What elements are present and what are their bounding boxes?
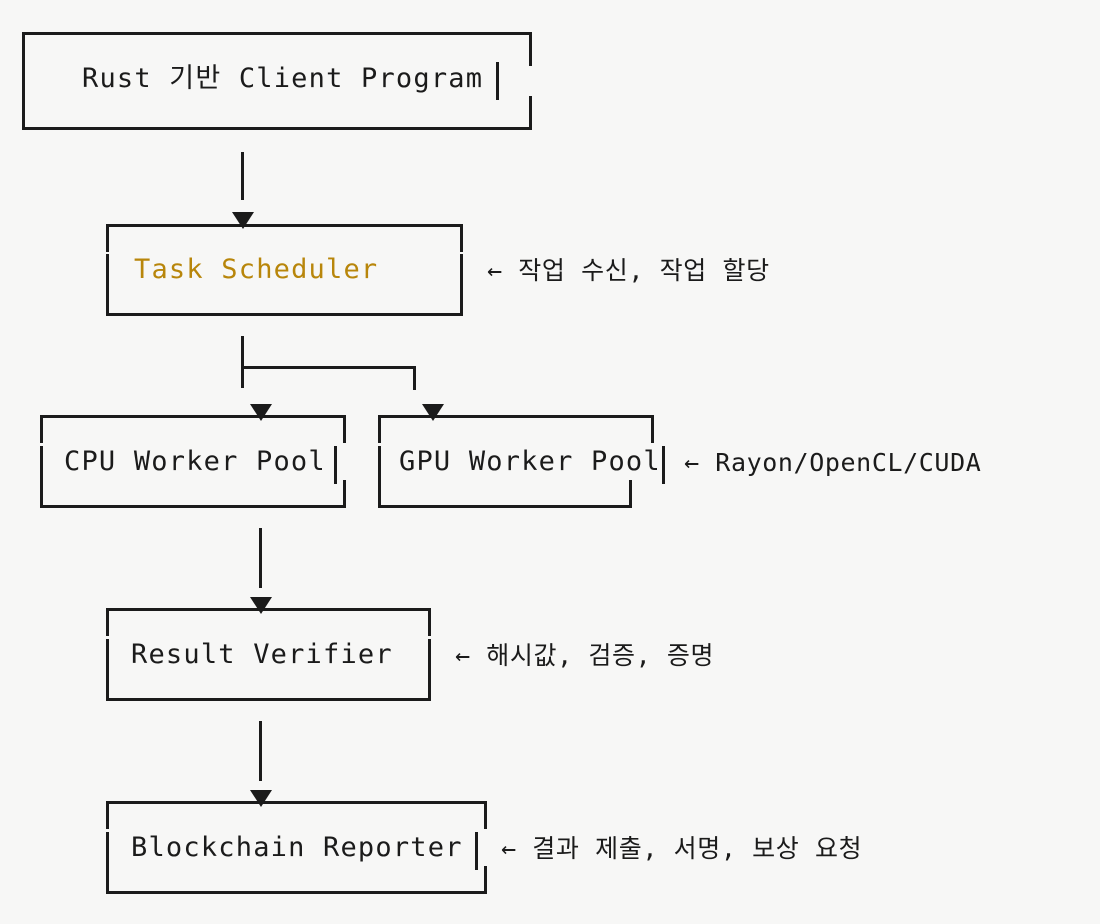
node-cpu-pool-top-border xyxy=(40,415,346,418)
edge-to-gpu-pool-arrow-icon xyxy=(422,404,444,421)
node-scheduler-corner-br xyxy=(460,288,463,316)
edge-scheduler-branch-drop-right xyxy=(413,366,416,390)
node-reporter-bottom-border xyxy=(106,891,487,894)
node-cpu-pool-label: CPU Worker Pool xyxy=(64,446,326,477)
node-client-label-suffix: Program xyxy=(343,63,484,94)
edge-to-cpu-pool-arrow-icon xyxy=(250,404,272,421)
node-cpu-pool-corner-bl xyxy=(40,480,43,508)
node-verifier-pipe-left xyxy=(106,639,109,677)
edge-verifier-to-reporter-arrow-icon xyxy=(250,790,272,807)
node-gpu-pool-corner-tl xyxy=(378,415,381,443)
node-client-label-prefix: Rust 기반 xyxy=(82,63,239,94)
node-cpu-pool-pipe-left xyxy=(40,446,43,484)
node-scheduler-corner-tl xyxy=(106,224,109,252)
node-scheduler-bottom-border xyxy=(106,313,463,316)
node-scheduler-note: ← 작업 수신, 작업 할당 xyxy=(487,256,770,285)
edge-verifier-to-reporter-stem-upper xyxy=(259,721,262,743)
node-verifier-pipe-right xyxy=(428,639,431,677)
node-cpu-pool-corner-br xyxy=(343,480,346,508)
node-verifier-corner-bl xyxy=(106,673,109,701)
node-client-corner-bl xyxy=(22,96,25,130)
node-verifier-corner-tr xyxy=(428,608,431,636)
node-gpu-pool-corner-tr xyxy=(651,415,654,443)
node-scheduler-top-border xyxy=(106,224,463,227)
node-cpu-pool-bottom-border xyxy=(40,505,346,508)
node-gpu-pool-corner-br xyxy=(629,480,632,508)
node-reporter-corner-tl xyxy=(106,801,109,829)
node-cpu-pool-corner-tr xyxy=(343,415,346,443)
node-client-top-border xyxy=(22,32,532,35)
node-verifier-bottom-border xyxy=(106,698,431,701)
edge-cpu-pool-to-verifier-stem-lower xyxy=(259,540,262,588)
edge-cpu-pool-to-verifier-arrow-icon xyxy=(250,597,272,614)
node-reporter-corner-bl xyxy=(106,866,109,894)
node-gpu-pool-top-border xyxy=(378,415,654,418)
node-client-corner-tl xyxy=(22,32,25,66)
edge-client-to-scheduler-line xyxy=(241,152,244,200)
node-client-label-accent: Client xyxy=(238,63,344,94)
node-reporter-pipe-right xyxy=(475,832,478,870)
node-client-label: Rust 기반 Client Program xyxy=(82,65,483,92)
node-client-pipe-left xyxy=(22,62,25,100)
node-reporter-label: Blockchain Reporter xyxy=(131,832,463,863)
node-cpu-pool-corner-tl xyxy=(40,415,43,443)
node-client-corner-tr xyxy=(529,32,532,66)
node-scheduler-pipe-left xyxy=(106,254,109,292)
node-verifier-label: Result Verifier xyxy=(131,639,393,670)
node-scheduler-label: Task Scheduler xyxy=(134,254,379,285)
node-reporter-top-border xyxy=(106,801,487,804)
edge-scheduler-branch-stem-upper xyxy=(241,336,244,358)
node-gpu-pool-corner-bl xyxy=(378,480,381,508)
node-client-bottom-border xyxy=(22,127,532,130)
node-scheduler-corner-bl xyxy=(106,288,109,316)
node-verifier-corner-tl xyxy=(106,608,109,636)
node-client-corner-br xyxy=(529,96,532,130)
node-scheduler-pipe-right xyxy=(460,254,463,292)
node-reporter-note: ← 결과 제출, 서명, 보상 요청 xyxy=(501,834,863,863)
node-gpu-pool-pipe-left xyxy=(378,446,381,484)
node-client-pipe-right xyxy=(496,62,499,100)
node-verifier-note: ← 해시값, 검증, 증명 xyxy=(455,641,715,670)
node-gpu-pool-bottom-border xyxy=(378,505,632,508)
node-reporter-corner-tr xyxy=(484,801,487,829)
node-scheduler-corner-tr xyxy=(460,224,463,252)
node-verifier-top-border xyxy=(106,608,431,611)
node-cpu-pool-pipe-right xyxy=(334,446,337,484)
node-gpu-pool-pipe-right xyxy=(662,446,665,484)
node-reporter-corner-br xyxy=(484,866,487,894)
edge-scheduler-branch-rail xyxy=(241,366,416,369)
node-gpu-pool-note: ← Rayon/OpenCL/CUDA xyxy=(684,448,982,477)
node-gpu-pool-label: GPU Worker Pool xyxy=(399,446,661,477)
edge-verifier-to-reporter-stem-lower xyxy=(259,733,262,781)
node-verifier-corner-br xyxy=(428,673,431,701)
node-reporter-pipe-left xyxy=(106,832,109,870)
edge-cpu-pool-to-verifier-stem-upper xyxy=(259,528,262,550)
